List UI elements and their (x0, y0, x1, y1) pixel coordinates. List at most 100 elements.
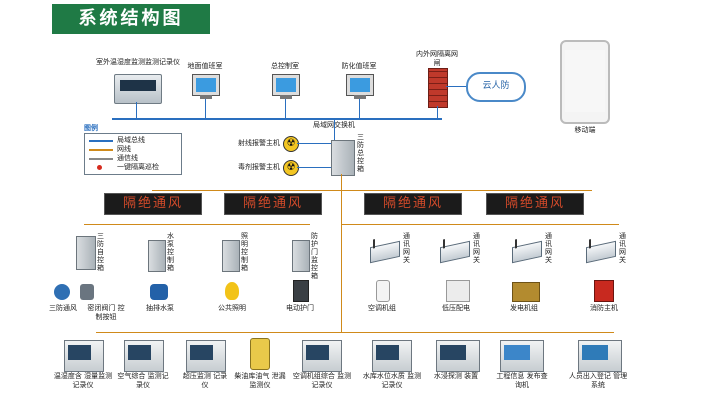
equipment-label-6: 空调机组 (368, 304, 396, 312)
central-control-box (331, 140, 355, 176)
pump-icon (150, 284, 168, 300)
bottom-device-7 (436, 340, 480, 372)
bottom-device-2 (124, 340, 164, 372)
equipment-label-9: 消防主机 (590, 304, 618, 312)
bottom-device-9 (578, 340, 622, 372)
gateway-trunk-line (341, 224, 619, 225)
network-isolation-label: 内外网隔离网闸 (416, 50, 458, 67)
duty-room-computer-icon (192, 74, 220, 96)
ac-unit-icon (376, 280, 390, 302)
bottom-device-label-4: 柴油库油气 泄漏监测仪 (234, 372, 286, 389)
control-room-computer-icon (272, 74, 300, 96)
three-defense-cabinet (76, 236, 96, 270)
env-recorder-device (114, 74, 162, 104)
bottom-device-label-9: 人员出入登记 管理系统 (568, 372, 628, 389)
cabinet-label-2: 水泵控制箱 (167, 232, 174, 272)
central-box-label: 三防总控箱 (357, 133, 364, 173)
bottom-trunk-line (96, 332, 614, 333)
equipment-label-2: 密闭阀门 控制按钮 (87, 304, 125, 321)
bottom-device-8 (500, 340, 544, 372)
light-bulb-icon (225, 282, 239, 300)
switch-to-center (334, 120, 335, 140)
gateway-3-icon (512, 239, 542, 264)
env-drop (136, 102, 137, 118)
fan-icon (54, 284, 70, 300)
mobile-label: 移动端 (574, 126, 596, 134)
network-isolation-firewall-icon (428, 68, 448, 108)
control-drop (285, 99, 286, 118)
bottom-device-label-7: 水浸探测 装置 (433, 372, 479, 380)
central-drop-line (341, 174, 342, 224)
legend-item-comm: 通信线 (117, 154, 138, 162)
legend-title: 图例 (84, 124, 98, 132)
led-panel-2: 隔绝通风 (224, 193, 322, 215)
bottom-device-5 (302, 340, 342, 372)
mobile-phone-icon (560, 40, 610, 124)
gateway-label-1: 通讯网关 (403, 232, 410, 264)
ray-link (297, 143, 331, 144)
power-distribution-icon (446, 280, 470, 302)
duty-drop (205, 99, 206, 118)
bottom-device-1 (64, 340, 104, 372)
control-room-label: 总控制室 (271, 62, 299, 70)
duty-room-label: 地面值班室 (187, 62, 223, 70)
gateway-2-icon (440, 239, 470, 264)
legend-item-isolation: 一键隔离巡检 (117, 163, 159, 171)
valve-icon (80, 284, 94, 300)
cabinet-label-1: 三防自控箱 (97, 232, 104, 272)
gateway-1-icon (370, 239, 400, 264)
legend-swatch-net (89, 149, 113, 151)
led-trunk-line (152, 190, 592, 191)
firewall-drop (437, 106, 438, 118)
lan-bus-line (112, 118, 442, 120)
toxic-alarm-label: 毒剂报警主机 (238, 163, 280, 171)
civil-defense-label: 防化值班室 (341, 62, 377, 70)
env-recorder-label: 室外温湿度监测监测记录仪 (96, 58, 180, 66)
led-panel-1: 隔绝通风 (104, 193, 202, 215)
gas-detector-icon (250, 338, 270, 370)
generator-icon (512, 282, 540, 302)
toxic-alarm-radiation-icon: ☢ (283, 160, 299, 176)
bottom-device-label-8: 工程信息 发布查询机 (496, 372, 548, 389)
bottom-device-3 (186, 340, 226, 372)
door-icon (293, 280, 309, 302)
cabinet-label-4: 防护门监控箱 (311, 232, 318, 280)
ray-alarm-radiation-icon: ☢ (283, 136, 299, 152)
led-panel-4: 隔绝通风 (486, 193, 584, 215)
ray-alarm-label: 射线报警主机 (238, 139, 280, 147)
firewall-cloud-link (446, 86, 466, 87)
door-cabinet (292, 240, 310, 272)
bottom-device-label-5: 空调机组综合 监测记录仪 (292, 372, 352, 389)
legend-swatch-isolation (97, 165, 102, 170)
cabinet-label-3: 照明控制箱 (241, 232, 248, 272)
toxic-link (297, 167, 331, 168)
gateway-label-4: 通讯网关 (619, 232, 626, 264)
bottom-device-6 (372, 340, 412, 372)
equipment-label-4: 公共照明 (218, 304, 246, 312)
legend-item-net: 网线 (117, 145, 131, 153)
gateway-label-2: 通讯网关 (473, 232, 480, 264)
page-title: 系统结构图 (52, 4, 210, 34)
civil-defense-pc-stand (354, 95, 366, 99)
legend-swatch-bus (89, 140, 113, 142)
gateway-label-3: 通讯网关 (545, 232, 552, 264)
water-pump-cabinet (148, 240, 166, 272)
lighting-cabinet (222, 240, 240, 272)
equipment-label-7: 低压配电 (442, 304, 470, 312)
bottom-device-label-2: 空气综合 监测记录仪 (117, 372, 169, 389)
fire-host-icon (594, 280, 614, 302)
control-room-pc-stand (280, 95, 292, 99)
legend-item-bus: 局域总线 (117, 136, 145, 144)
equipment-label-3: 抽排水泵 (146, 304, 174, 312)
led-panel-3: 隔绝通风 (364, 193, 462, 215)
equipment-label-5: 电动护门 (286, 304, 314, 312)
cabinet-trunk-line (84, 224, 310, 225)
bottom-device-label-1: 温湿度含 湿量监测记录仪 (53, 372, 113, 389)
gateway-4-icon (586, 239, 616, 264)
bottom-link-line (341, 224, 342, 332)
legend-swatch-comm (89, 158, 113, 160)
civil-defense-computer-icon (346, 74, 374, 96)
equipment-label-8: 发电机组 (510, 304, 538, 312)
bottom-device-label-6: 水库水位水质 监测记录仪 (362, 372, 422, 389)
equipment-label-1: 三防通风 (49, 304, 77, 312)
